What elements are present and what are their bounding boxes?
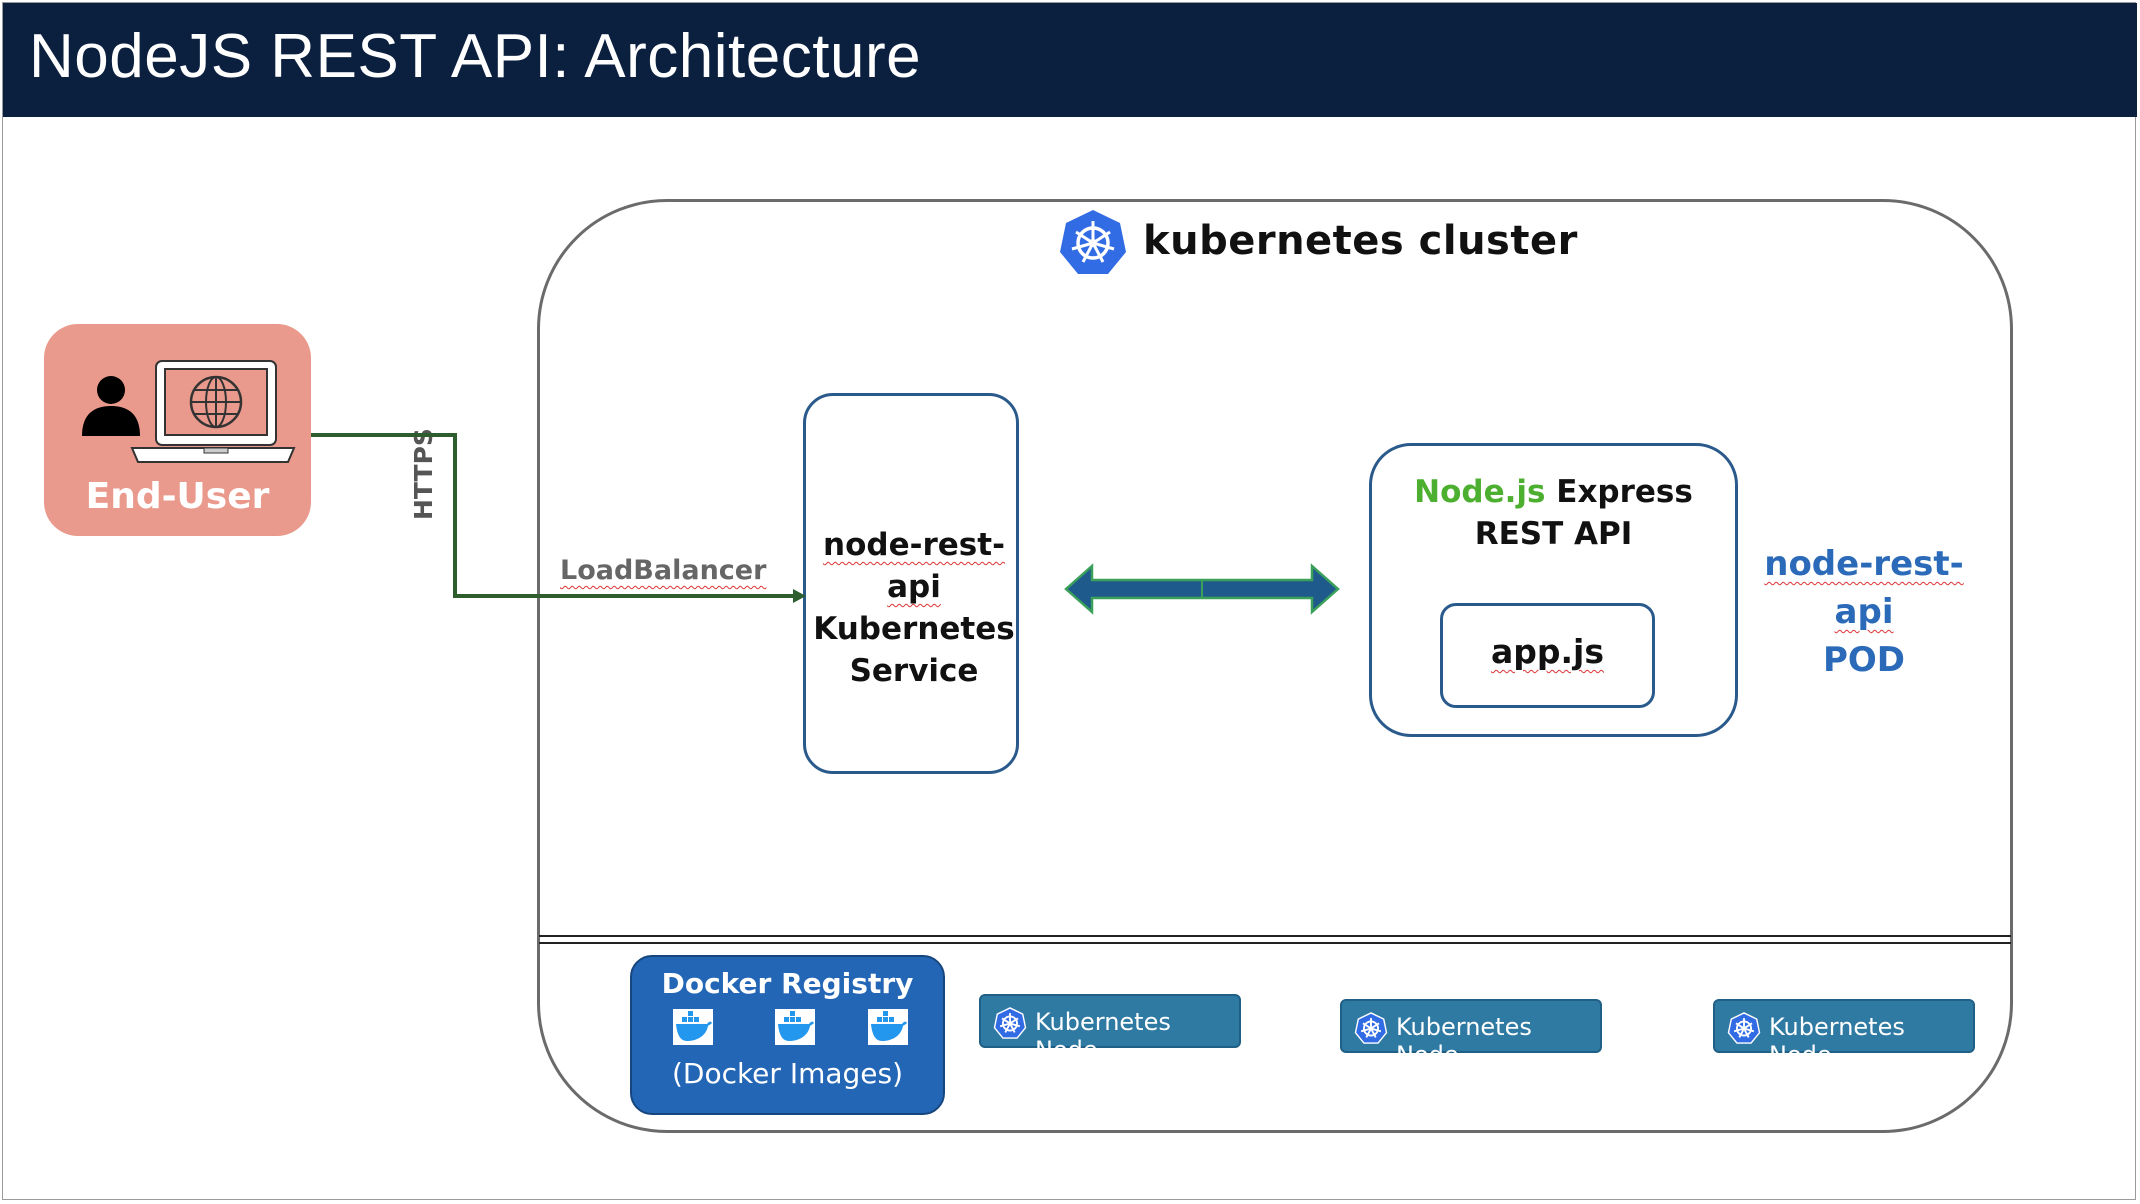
kubernetes-node-3: Kubernetes Node [1713,999,1975,1069]
pod-name-label: node-rest-api POD [1748,540,1980,684]
docker-whale-icon [775,1009,815,1045]
slide-title: NodeJS REST API: Architecture [29,22,922,91]
kubernetes-node-label: Kubernetes Node [1769,1013,1905,1069]
kubernetes-helm-icon [1354,1012,1388,1044]
loadbalancer-label: LoadBalancer [560,555,766,586]
kubernetes-node-label: Kubernetes Node [1396,1013,1532,1069]
kubernetes-helm-icon [1727,1012,1761,1044]
kubernetes-node-1: Kubernetes Node [979,994,1241,1064]
kubernetes-node-label: Kubernetes Node [1035,1008,1171,1064]
docker-whale-icon [868,1009,908,1045]
pod-name-line1: node-rest-api [1748,540,1980,636]
loadbalancer-text: LoadBalancer [560,555,767,586]
docker-images-label: (Docker Images) [671,1057,904,1090]
express-label: Express [1545,474,1693,510]
service-label: node-rest-api Kubernetes Service [803,524,1025,692]
docker-registry-box: Docker Registry (Docker Images) [630,955,945,1115]
end-user-label: End-User [85,476,270,517]
service-kubernetes-label: Kubernetes [813,611,1015,647]
docker-registry-title: Docker Registry [661,967,914,1000]
service-type-label: Service [849,653,979,689]
laptop-globe-icon [130,360,296,463]
cluster-divider-line-secondary [539,942,2011,944]
cluster-title: kubernetes cluster [1143,218,1578,264]
person-icon [82,376,140,436]
cluster-divider-line [539,935,2011,937]
app-js-box: app.js [1440,603,1655,708]
kubernetes-helm-icon [993,1007,1027,1039]
app-js-label: app.js [1443,632,1652,671]
rest-api-label: REST API [1474,516,1633,552]
title-bar: NodeJS REST API: Architecture [3,3,2137,117]
pod-name-line2: POD [1822,640,1906,680]
service-name-text: node-rest-api [823,527,1005,605]
nodejs-label: Node.js [1414,474,1546,510]
pod-name-text: node-rest-api [1764,544,1964,632]
app-js-text: app.js [1490,632,1604,671]
docker-whale-icon [673,1009,713,1045]
service-name: node-rest-api [803,524,1025,608]
https-label: HTTPS [409,428,438,520]
kubernetes-node-2: Kubernetes Node [1340,999,1602,1069]
end-user-box: End-User [44,324,311,536]
pod-title: Node.js Express [1369,474,1738,510]
kubernetes-helm-icon [1060,210,1126,274]
kubernetes-cluster-container [537,199,2013,1133]
kubernetes-service-box [803,393,1019,774]
